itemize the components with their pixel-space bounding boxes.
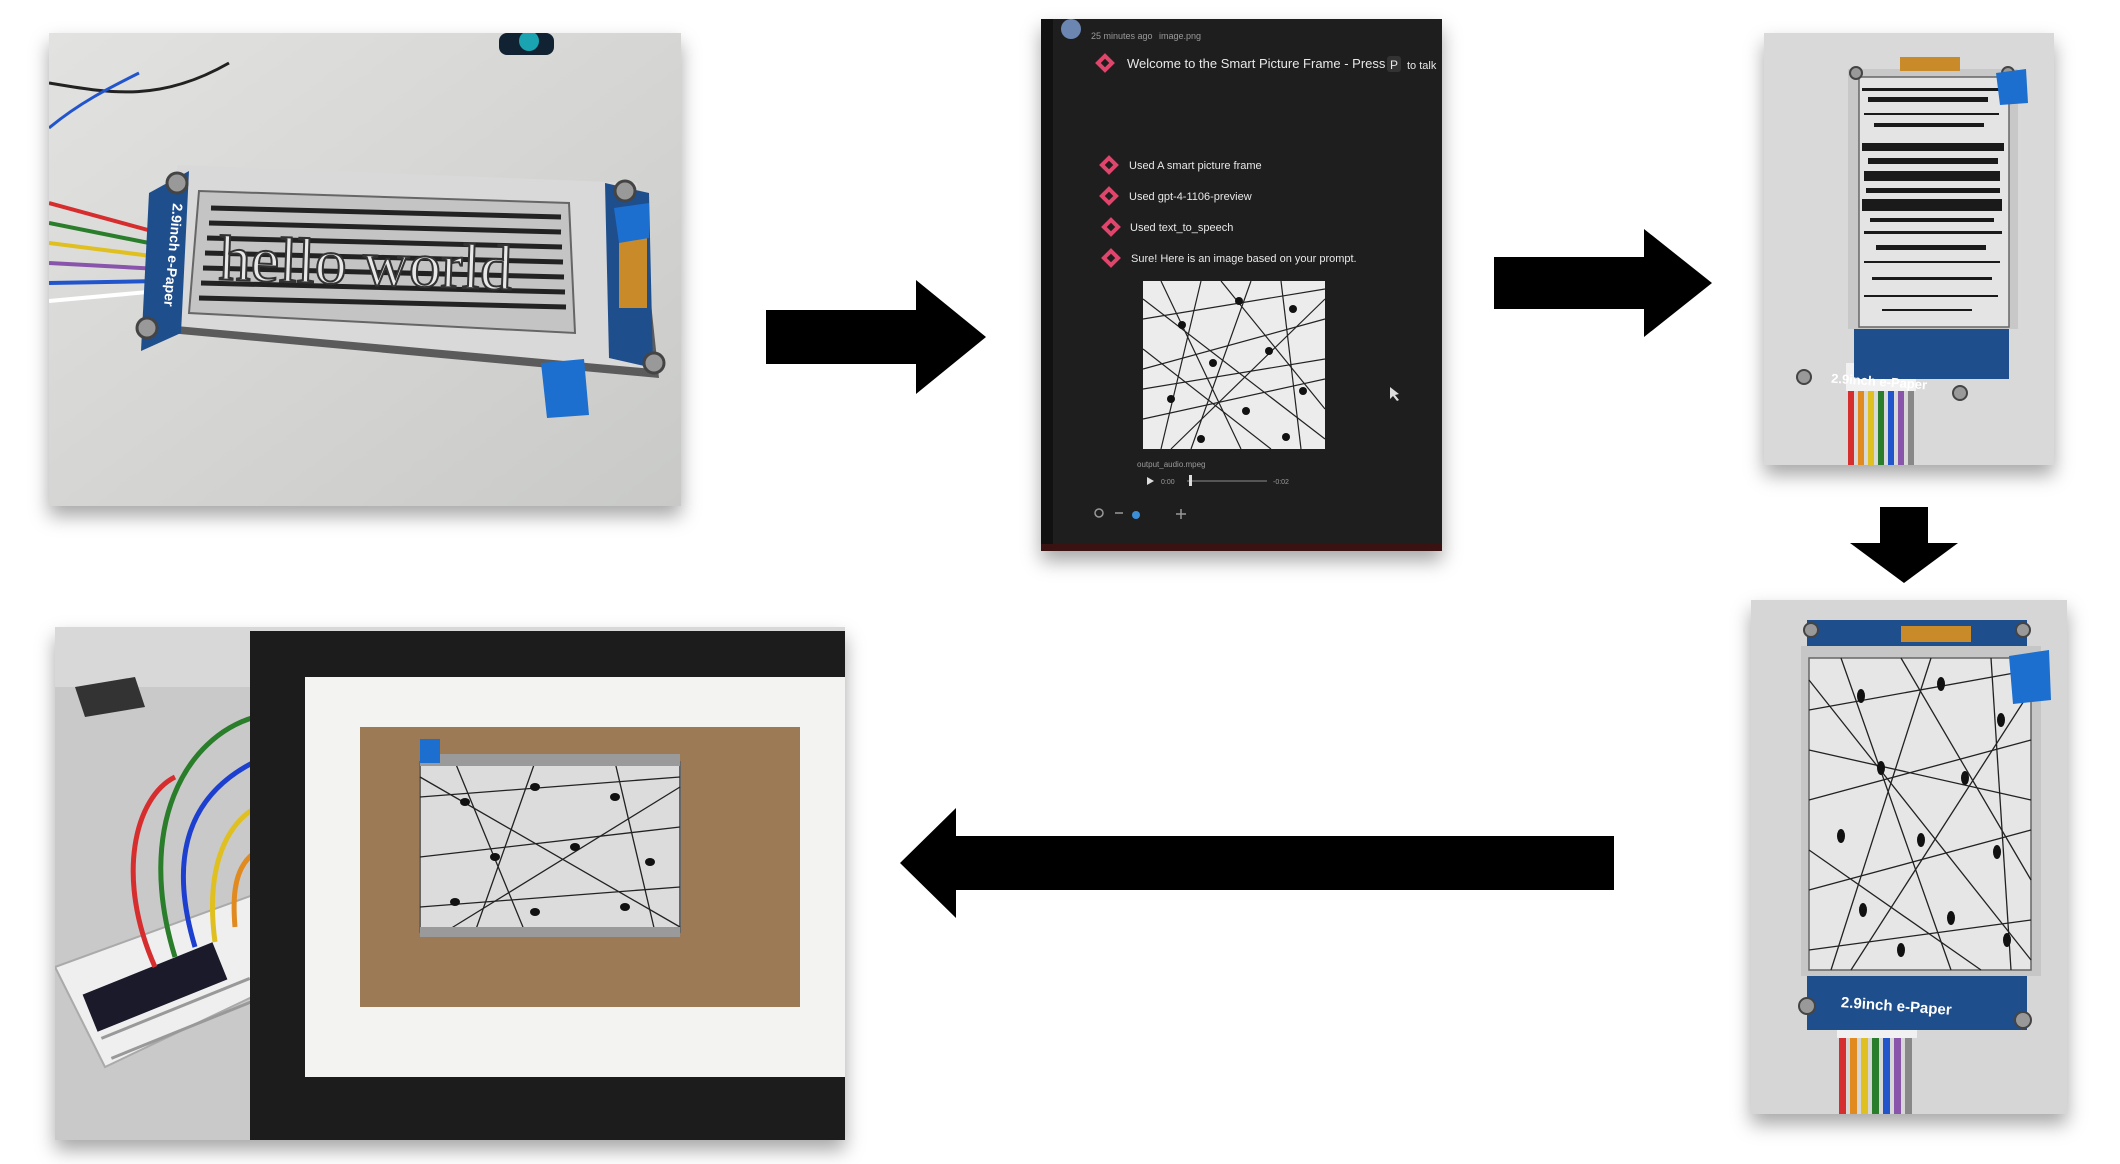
arrow-right-1 [766, 280, 986, 394]
photo-chat-screen: 25 minutes ago image.png Welcome to the … [1041, 19, 1442, 551]
epaper-label-3: 2.9inch e-Paper [1831, 371, 1928, 393]
toggle-icon[interactable] [1132, 511, 1140, 519]
photo-epaper-noisy: 2.9inch e-Paper [1764, 33, 2054, 465]
bullet-icon [1101, 217, 1121, 237]
bullet-icon [1101, 248, 1121, 268]
audio-player[interactable]: 0:00 -0:02 [1147, 475, 1289, 486]
step-row: Sure! Here is an image based on your pro… [1101, 248, 1357, 268]
audio-file-name: output_audio.mpeg [1137, 460, 1206, 469]
arrow-right-2 [1494, 229, 1712, 337]
refresh-icon[interactable] [1094, 508, 1104, 518]
chat-attachment-name: image.png [1159, 31, 1201, 41]
photo-picture-frame [55, 627, 845, 1140]
welcome-key: P [1390, 58, 1398, 72]
step-text: Used gpt-4-1106-preview [1129, 191, 1252, 203]
bullet-icon [1099, 155, 1119, 175]
epaper-hello-text: hello world [218, 222, 514, 303]
photo-hello-world-epaper: hello world 2.9inch e-Paper [49, 33, 681, 506]
arrow-down [1850, 507, 1958, 583]
step-text: Used A smart picture frame [1129, 160, 1262, 172]
step-row: Used A smart picture frame [1099, 155, 1262, 175]
cursor-icon [1390, 387, 1399, 401]
audio-time-end: -0:02 [1273, 479, 1289, 486]
audio-progress-handle[interactable] [1189, 475, 1192, 486]
generated-network-image [1142, 280, 1326, 450]
audio-progress-track[interactable] [1187, 480, 1267, 482]
step-text: Sure! Here is an image based on your pro… [1131, 253, 1357, 265]
svg-text:Welcome to the Smart Picture F: Welcome to the Smart Picture Frame - Pre… [1127, 56, 1386, 71]
step-row: Used gpt-4-1106-preview [1099, 186, 1252, 206]
chat-toolbar [1094, 508, 1186, 519]
arrow-left [900, 808, 1614, 918]
play-icon[interactable] [1147, 477, 1154, 485]
welcome-text: Welcome to the Smart Picture Frame - Pre… [1127, 56, 1386, 71]
chat-timestamp: 25 minutes ago [1091, 31, 1153, 41]
welcome-suffix: to talk [1407, 60, 1437, 72]
step-row: Used text_to_speech [1101, 217, 1233, 237]
photo-epaper-network: 2.9inch e-Paper [1751, 600, 2067, 1114]
step-text: Used text_to_speech [1130, 222, 1233, 234]
audio-time-start: 0:00 [1161, 479, 1175, 486]
bullet-icon [1095, 53, 1115, 73]
bullet-icon [1099, 186, 1119, 206]
